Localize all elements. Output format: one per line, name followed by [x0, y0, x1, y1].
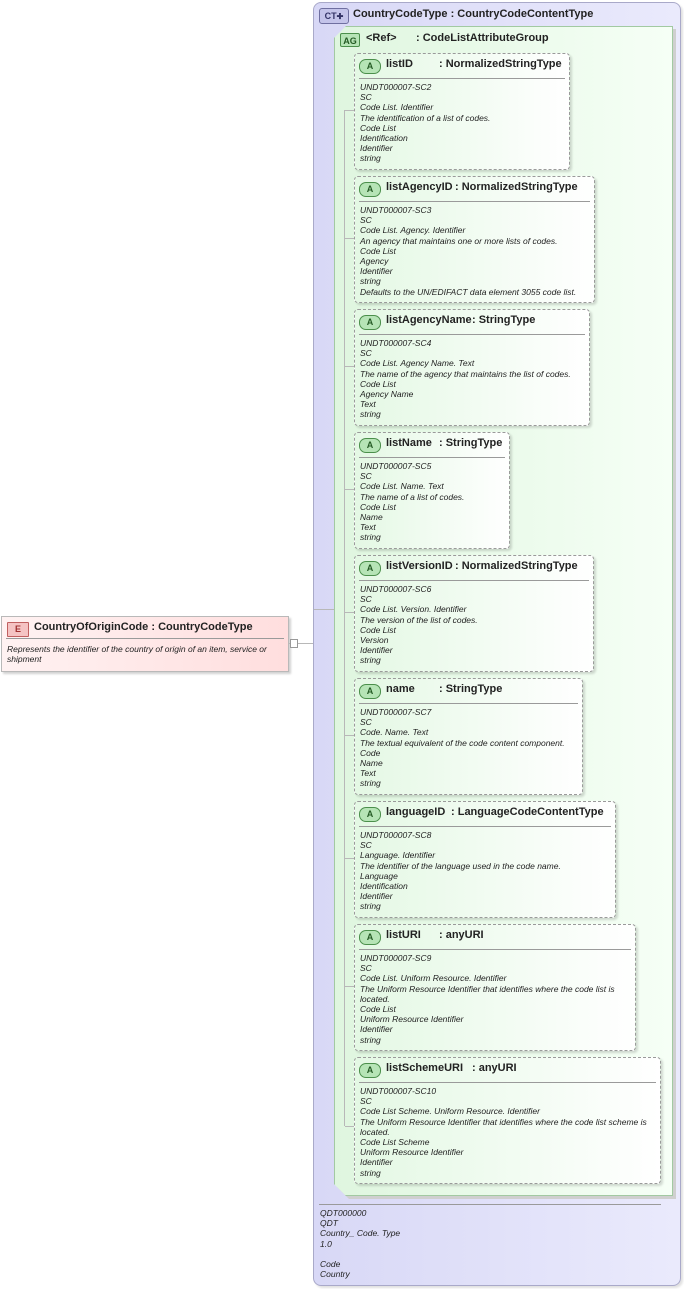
attribute-divider [359, 580, 589, 581]
attribute-name: listName [386, 437, 432, 449]
tree-branch [345, 489, 354, 490]
element-connector [289, 643, 314, 644]
attribute-tree-line [344, 110, 345, 1126]
attribute-type: : NormalizedStringType [455, 181, 578, 193]
attribute-badge: A [359, 182, 381, 197]
element-type: : CountryCodeType [151, 621, 253, 633]
attribute-type: : anyURI [472, 1062, 517, 1074]
attribute-listAgencyName[interactable]: A listAgencyName : StringType UNDT000007… [354, 309, 590, 426]
attribute-badge: A [359, 684, 381, 699]
attribute-name: listSchemeURI [386, 1062, 464, 1074]
attribute-listID[interactable]: A listID : NormalizedStringType UNDT0000… [354, 53, 570, 170]
ag-connector [314, 609, 334, 610]
element-description: Represents the identifier of the country… [7, 644, 267, 664]
attribute-name: name [386, 683, 415, 695]
attribute-type: : StringType [472, 314, 536, 326]
tree-branch [345, 366, 354, 367]
element-title: CountryOfOriginCode : CountryCodeType [34, 621, 253, 633]
tree-branch [345, 238, 354, 239]
tree-branch [345, 986, 354, 987]
attribute-badge: A [359, 438, 381, 453]
tree-branch [345, 612, 354, 613]
attribute-divider [359, 334, 585, 335]
attribute-type: : StringType [439, 683, 503, 695]
attribute-badge: A [359, 315, 381, 330]
attribute-type: : NormalizedStringType [455, 560, 578, 572]
attribute-listSchemeURI[interactable]: A listSchemeURI : anyURI UNDT000007-SC10… [354, 1057, 661, 1184]
attribute-languageID[interactable]: A languageID : LanguageCodeContentType U… [354, 801, 616, 918]
attribute-listAgencyID[interactable]: A listAgencyID : NormalizedStringType UN… [354, 176, 595, 303]
complex-type-title: CountryCodeType : CountryCodeContentType [353, 8, 594, 20]
attribute-badge: A [359, 930, 381, 945]
element-name: CountryOfOriginCode [34, 621, 149, 633]
attribute-badge: A [359, 59, 381, 74]
attribute-name: languageID [386, 806, 446, 818]
attribute-name: listAgencyID [386, 181, 453, 193]
attribute-listVersionID[interactable]: A listVersionID : NormalizedStringType U… [354, 555, 594, 672]
attribute-group-type: : CodeListAttributeGroup [416, 32, 549, 44]
attribute-type: : anyURI [439, 929, 484, 941]
attribute-divider [359, 949, 631, 950]
attribute-type: : LanguageCodeContentType [451, 806, 604, 818]
tree-branch [345, 858, 354, 859]
tree-branch [345, 110, 354, 111]
tree-branch [345, 735, 354, 736]
attribute-type: : NormalizedStringType [439, 58, 562, 70]
element-badge: E [7, 622, 29, 637]
attribute-divider [359, 457, 505, 458]
attribute-name: listID [386, 58, 413, 70]
complex-type-footer: QDT000000 QDT Country_ Code. Type 1.0 Co… [320, 1208, 401, 1280]
attribute-divider [359, 703, 578, 704]
attribute-divider [359, 78, 565, 79]
attribute-badge: A [359, 561, 381, 576]
attribute-divider [359, 826, 611, 827]
attribute-group-badge: AG [340, 33, 360, 47]
attribute-divider [359, 201, 590, 202]
complex-type-footer-divider [319, 1204, 661, 1205]
attribute-name: listAgencyName [386, 314, 472, 326]
element-divider [6, 638, 284, 639]
element-box[interactable]: E CountryOfOriginCode : CountryCodeType … [1, 616, 289, 672]
connector-endcap [290, 639, 298, 648]
attribute-name: listVersionID [386, 560, 453, 572]
attribute-badge: A [359, 1063, 381, 1078]
attribute-badge: A [359, 807, 381, 822]
attribute-name: listURI [386, 929, 421, 941]
tree-branch [345, 1126, 354, 1127]
attribute-group-ref: <Ref> [366, 32, 397, 44]
attribute-type: : StringType [439, 437, 503, 449]
complex-type-badge: CT✚ [319, 8, 349, 24]
attribute-divider [359, 1082, 656, 1083]
